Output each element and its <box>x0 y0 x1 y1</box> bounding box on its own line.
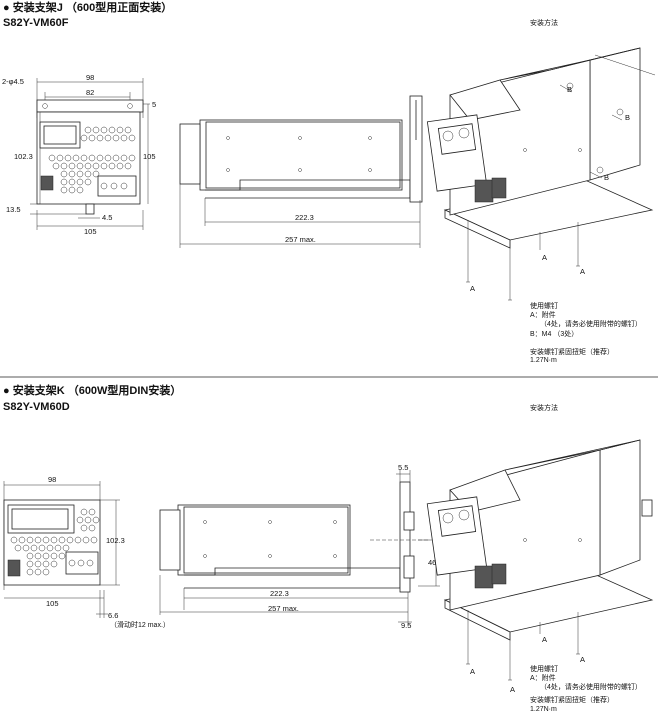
j-note-torque-value: 1.27N·m <box>530 357 557 364</box>
k-dim-side-total: 257 max. <box>268 604 299 613</box>
k-note-torque-title: 安装螺钉紧固扭矩（推荐） <box>530 697 614 704</box>
section-j-title: ● 安装支架J （600型用正面安装） <box>3 2 173 14</box>
j-dim-side-total: 257 max. <box>285 235 316 244</box>
j-dim-side-inner: 222.3 <box>295 213 314 222</box>
k-dim-bottom-width: 105 <box>46 599 59 608</box>
k-front-view <box>3 481 120 618</box>
k-dim-top-width: 98 <box>48 475 57 484</box>
j-note-a-detail: （4处，请务必使用附带的螺钉） <box>540 321 642 328</box>
j-dim-right-height: 105 <box>143 152 156 161</box>
j-dim-hole-spec: 2-φ4.5 <box>2 77 24 86</box>
j-dim-left-height: 102.3 <box>14 152 33 161</box>
k-note-a-line: A：附件 <box>530 675 556 682</box>
j-note-torque-title: 安装螺钉紧固扭矩（推荐） <box>530 349 614 356</box>
k-dim-bottom-small: 9.5 <box>401 621 412 630</box>
k-note-a-detail: （4处，请务必使用附带的螺钉） <box>540 684 642 691</box>
k-iso-label-a2: A <box>510 685 516 694</box>
k-iso-label-a3: A <box>542 635 548 644</box>
k-dim-slide-note: （滑动时12 max.） <box>110 622 170 629</box>
j-iso-view <box>426 47 656 301</box>
j-side-view <box>179 95 423 248</box>
j-dim-top-width: 98 <box>86 73 95 82</box>
k-note-torque-value: 1.27N·m <box>530 706 557 713</box>
j-iso-label-a1: A <box>470 284 476 293</box>
j-iso-label-b2: B <box>625 113 631 122</box>
j-note-b-line: B：M4 （3处） <box>530 331 579 338</box>
j-dim-bottom-offset: 13.5 <box>6 205 21 214</box>
k-dim-right-height: 102.3 <box>106 536 125 545</box>
section-k-model: S82Y-VM60D <box>3 401 70 413</box>
j-front-vent-pattern <box>48 126 136 194</box>
k-dim-slide-offset: 6.6 <box>108 611 119 620</box>
j-iso-label-a3: A <box>580 267 586 276</box>
k-note-screws: 使用螺钉 <box>530 666 558 673</box>
j-iso-label-b3: B <box>604 173 610 182</box>
section-j-model: S82Y-VM60F <box>3 17 69 29</box>
j-dim-bottom-width: 105 <box>84 227 97 236</box>
section-k-title: ● 安装支架K （600W型用DIN安装） <box>3 385 182 397</box>
k-dim-top-small: 5.5 <box>398 463 409 472</box>
k-iso-view <box>426 439 654 681</box>
j-note-a-line: A：附件 <box>530 312 556 319</box>
k-iso-label-a1: A <box>470 667 476 676</box>
j-dim-inner-width: 82 <box>86 88 95 97</box>
k-dim-rail-height: 46 <box>428 558 437 567</box>
k-dim-side-inner: 222.3 <box>270 589 289 598</box>
j-iso-label-b1: B <box>567 85 573 94</box>
j-front-view <box>30 78 150 230</box>
k-iso-label-a4: A <box>580 655 586 664</box>
j-dim-right-offset: 5 <box>152 100 157 109</box>
j-dim-bottom-small: 4.5 <box>102 213 113 222</box>
k-front-vent-pattern <box>10 508 100 576</box>
j-note-screws: 使用螺钉 <box>530 303 558 310</box>
j-iso-label-a2: A <box>542 253 548 262</box>
k-side-view <box>159 470 440 626</box>
section-j-method-label: 安装方法 <box>530 20 558 27</box>
section-k-method-label: 安装方法 <box>530 405 558 412</box>
